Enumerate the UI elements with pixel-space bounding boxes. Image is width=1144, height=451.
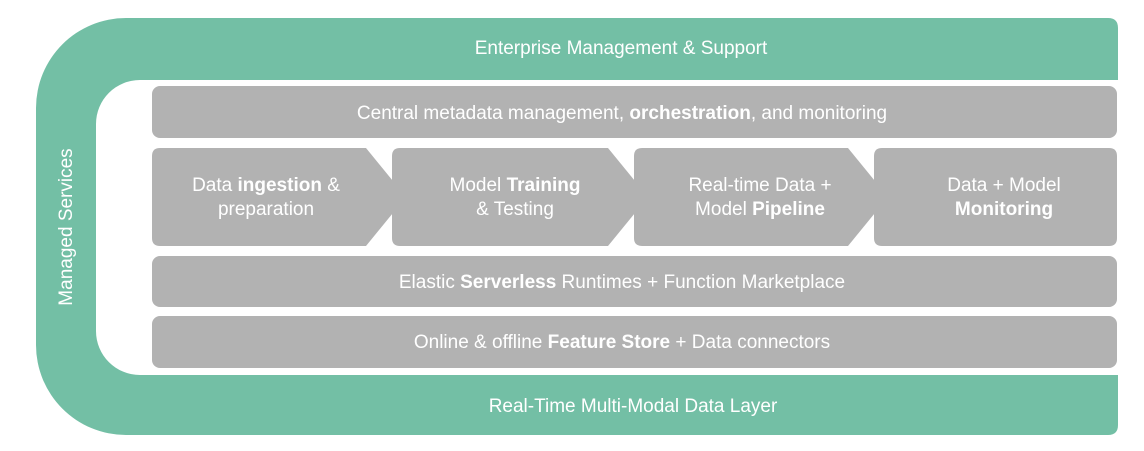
orchestration-label: Central metadata management, orchestrati… [357,103,887,124]
pipeline-step-monitoring [874,148,1117,246]
pipeline-step-monitoring-line1: Data + Model [947,175,1061,196]
pipeline-step-training [392,148,648,246]
feature-store-label: Online & offline Feature Store + Data co… [414,332,830,353]
pipeline-row: Data ingestion & preparation Model Train… [152,148,1117,246]
orchestration-layer: Central metadata management, orchestrati… [152,86,1117,138]
pipeline-step-pipeline-line1: Real-time Data + [688,175,831,196]
pipeline-step-training-line2: & Testing [476,199,554,220]
pipeline-step-ingestion [152,148,406,246]
serverless-bar [152,256,1117,307]
pipeline-step-pipeline-line2: Model Pipeline [695,199,825,220]
pipeline-step-training-line1: Model Training [450,175,581,196]
feature-store-bar [152,316,1117,368]
side-frame-label: Managed Services [56,148,77,305]
pipeline-step-pipeline [634,148,888,246]
top-frame-label: Enterprise Management & Support [475,38,768,59]
frame-shape [36,18,1118,435]
feature-store-layer: Online & offline Feature Store + Data co… [152,316,1117,368]
serverless-label: Elastic Serverless Runtimes + Function M… [399,272,845,293]
managed-services-frame: Enterprise Management & Support Managed … [36,18,1118,435]
pipeline-step-ingestion-line2: preparation [218,199,314,220]
orchestration-bar [152,86,1117,138]
serverless-layer: Elastic Serverless Runtimes + Function M… [152,256,1117,307]
pipeline-step-monitoring-line2: Monitoring [955,199,1053,220]
pipeline-step-ingestion-line1: Data ingestion & [192,175,340,196]
bottom-frame-label: Real-Time Multi-Modal Data Layer [489,396,778,417]
